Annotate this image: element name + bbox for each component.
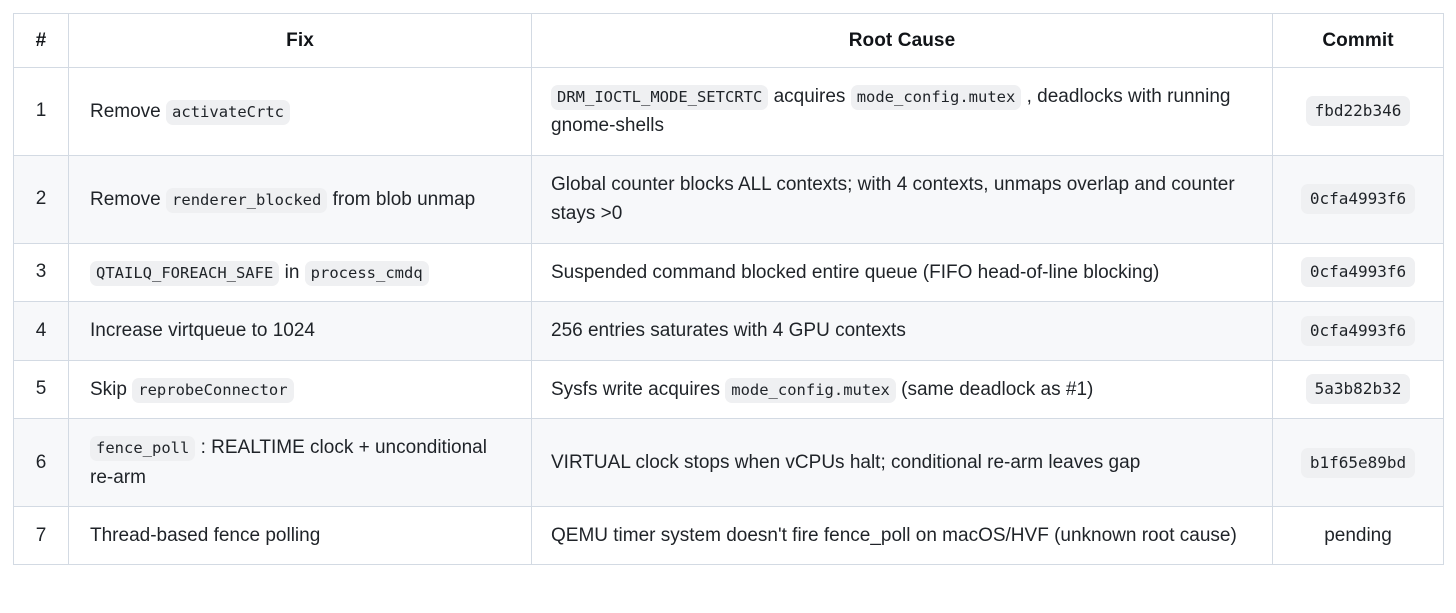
inline-code-chip: QTAILQ_FOREACH_SAFE: [90, 260, 280, 286]
fix-cell: Skip reprobeConnector: [68, 359, 532, 420]
root-cause-cell: Global counter blocks ALL contexts; with…: [531, 154, 1273, 244]
row-number: 3: [13, 242, 69, 303]
table-row: 4 Increase virtqueue to 1024 256 entries s…: [13, 301, 1444, 361]
column-header-commit: Commit: [1272, 13, 1444, 68]
cell-text: , deadlocks with running gnome-shells: [551, 86, 1231, 137]
fix-cell: Increase virtqueue to 1024: [68, 301, 532, 361]
commit-cell: b1f65e89bd: [1272, 418, 1444, 507]
header-row: # Fix Root Cause Commit: [13, 13, 1444, 68]
cell-text: 256 entries saturates with 4 GPU context…: [551, 320, 906, 342]
row-number: 2: [13, 154, 69, 244]
cell-text: Increase virtqueue to 1024: [90, 320, 315, 342]
cell-text: Remove: [90, 100, 167, 122]
cell-text: Sysfs write acquires: [551, 378, 726, 400]
table-row: 7 Thread-based fence polling QEMU timer sy…: [13, 505, 1444, 566]
column-header-fix: Fix: [68, 13, 532, 68]
cell-text: Skip: [90, 378, 133, 400]
root-cause-cell: Suspended command blocked entire queue (…: [531, 242, 1273, 303]
commit-hash-chip: b1f65e89bd: [1300, 447, 1416, 478]
column-header-number: #: [13, 13, 69, 68]
cell-text: Suspended command blocked entire queue (…: [551, 261, 1160, 283]
commit-cell: 0cfa4993f6: [1272, 242, 1444, 303]
cell-text: QEMU timer system doesn't fire fence_pol…: [551, 524, 1237, 546]
commit-hash-chip: 0cfa4993f6: [1300, 184, 1416, 215]
commit-hash-chip: 0cfa4993f6: [1300, 257, 1416, 288]
root-cause-cell: 256 entries saturates with 4 GPU context…: [531, 301, 1273, 361]
inline-code-chip: fence_poll: [90, 436, 196, 462]
cell-text: acquires: [768, 86, 851, 107]
root-cause-cell: QEMU timer system doesn't fire fence_pol…: [531, 505, 1273, 566]
commit-status-text: pending: [1324, 524, 1392, 546]
commit-cell: 0cfa4993f6: [1272, 301, 1444, 361]
root-cause-cell: VIRTUAL clock stops when vCPUs halt; con…: [531, 418, 1273, 507]
inline-code-chip: renderer_blocked: [166, 187, 328, 213]
fix-cell: fence_poll : REALTIME clock + unconditio…: [68, 418, 532, 507]
cell-text: Thread-based fence polling: [90, 524, 321, 546]
table-header: # Fix Root Cause Commit: [13, 13, 1444, 68]
root-cause-cell: Sysfs write acquires mode_config.mutex (…: [531, 359, 1273, 420]
commit-cell: fbd22b346: [1272, 67, 1444, 156]
root-cause-cell: DRM_IOCTL_MODE_SETCRTC acquires mode_con…: [531, 67, 1273, 156]
commit-cell: 0cfa4993f6: [1272, 154, 1444, 244]
commit-hash-chip: 0cfa4993f6: [1300, 315, 1416, 346]
fix-cell: Remove activateCrtc: [68, 67, 532, 156]
cell-text: Remove: [90, 188, 167, 210]
row-number: 7: [13, 505, 69, 566]
cell-text: Global counter blocks ALL contexts; with…: [551, 173, 1235, 225]
fix-cell: Remove renderer_blocked from blob unmap: [68, 154, 532, 244]
cell-text: from blob unmap: [327, 188, 476, 210]
column-header-root-cause: Root Cause: [531, 13, 1273, 68]
row-number: 6: [13, 418, 69, 507]
commit-cell: 5a3b82b32: [1272, 359, 1444, 420]
cell-text: in: [279, 261, 305, 283]
cell-text: (same deadlock as #1): [895, 378, 1094, 400]
row-number: 5: [13, 359, 69, 420]
fix-cell: QTAILQ_FOREACH_SAFE in process_cmdq: [68, 242, 532, 303]
inline-code-chip: process_cmdq: [304, 260, 429, 286]
inline-code-chip: mode_config.mutex: [725, 377, 896, 403]
cell-text: : REALTIME clock + unconditional re-arm: [90, 437, 487, 488]
commit-hash-chip: fbd22b346: [1305, 96, 1411, 127]
inline-code-chip: DRM_IOCTL_MODE_SETCRTC: [551, 85, 769, 110]
row-number: 1: [13, 67, 69, 156]
commit-hash-chip: 5a3b82b32: [1305, 374, 1411, 405]
commit-cell: pending: [1272, 505, 1444, 566]
inline-code-chip: activateCrtc: [166, 99, 291, 125]
row-number: 4: [13, 301, 69, 361]
fix-cell: Thread-based fence polling: [68, 505, 532, 566]
inline-code-chip: mode_config.mutex: [850, 85, 1022, 110]
inline-code-chip: reprobeConnector: [132, 377, 294, 403]
cell-text: VIRTUAL clock stops when vCPUs halt; con…: [551, 451, 1141, 473]
